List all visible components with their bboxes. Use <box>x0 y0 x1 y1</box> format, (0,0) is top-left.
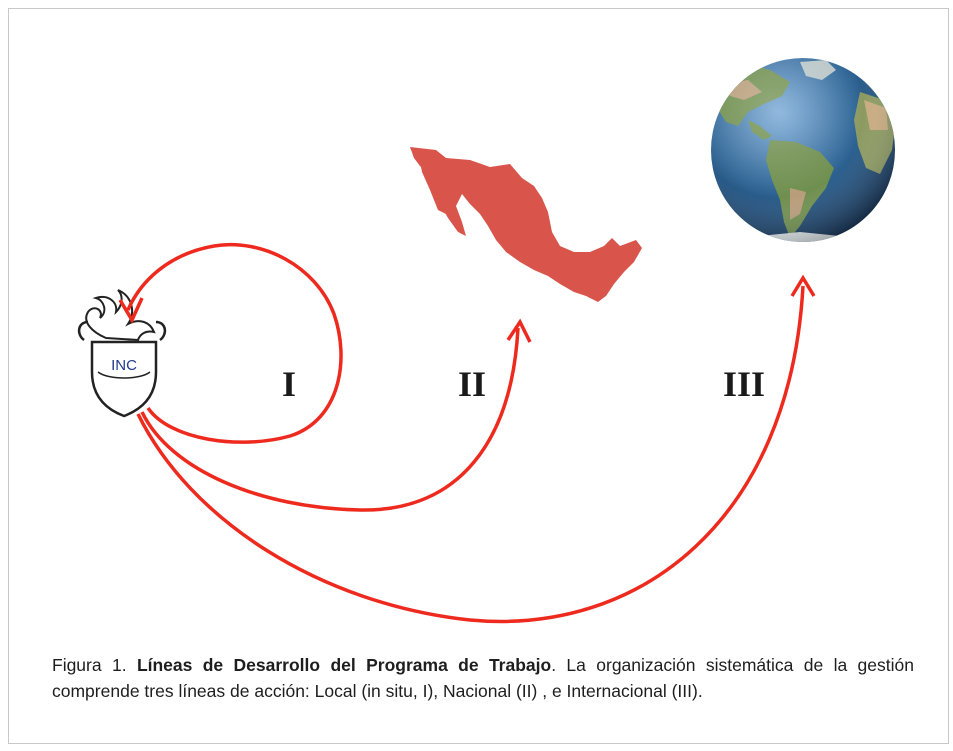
inc-logo-icon: INC <box>77 289 167 418</box>
arrow-head-national <box>506 318 532 343</box>
figure-caption: Figura 1. Líneas de Desarrollo del Progr… <box>52 652 914 704</box>
logo-text: INC <box>111 357 137 374</box>
arrow-head-local <box>118 297 144 324</box>
label-international: III <box>723 364 765 404</box>
arrow-national <box>140 318 532 512</box>
arrow-international <box>136 274 816 624</box>
arrow-head-international <box>790 274 816 297</box>
caption-prefix: Figura 1. <box>52 655 127 675</box>
mexico-map-icon <box>410 147 642 302</box>
label-local: I <box>282 364 296 404</box>
caption-title: Líneas de Desarrollo del Programa de Tra… <box>136 655 552 675</box>
label-national: II <box>458 364 486 404</box>
caption-body: . La organización sistemática de la gest… <box>52 655 914 701</box>
arrow-local <box>118 243 343 444</box>
globe-icon <box>711 58 895 242</box>
